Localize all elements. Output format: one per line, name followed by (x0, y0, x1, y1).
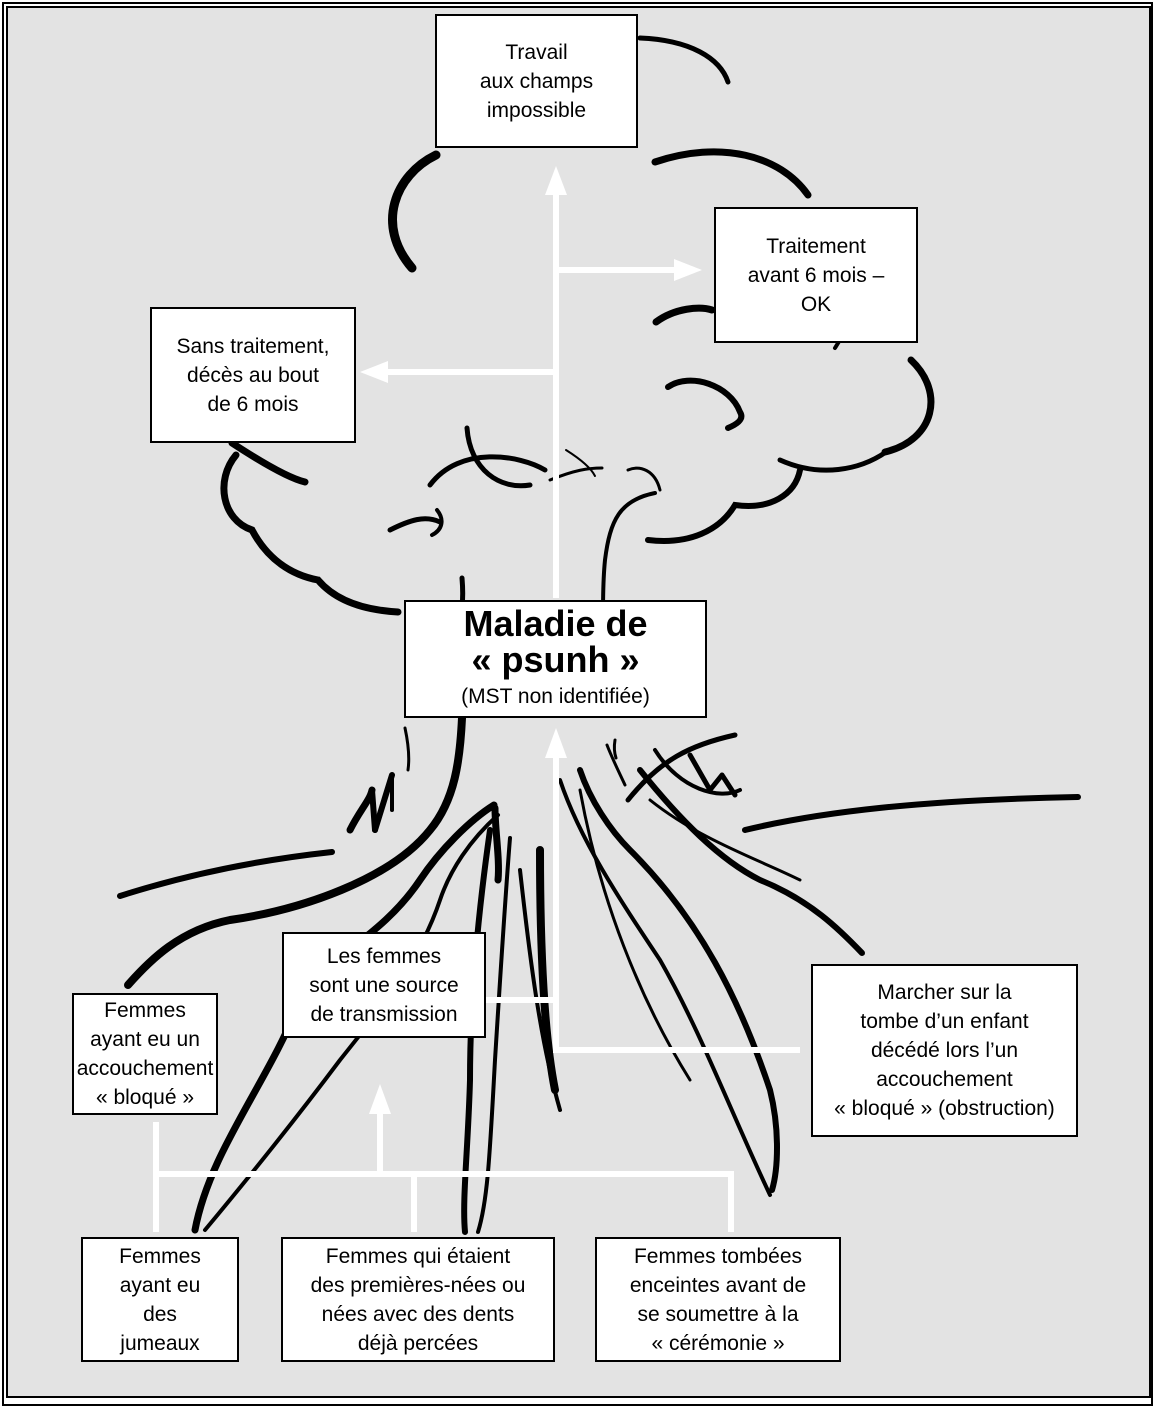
consequence-fields-text: Travail aux champs impossible (479, 40, 594, 122)
disease-title: Maladie de « psunh » (463, 603, 648, 680)
connector-lines (153, 166, 800, 1232)
consequence-treatment-text: Traitement avant 6 mois – OK (747, 234, 885, 316)
cause-pregnant-box: Femmes tombées enceintes avant de se sou… (595, 1237, 841, 1362)
cause-firstborn-box: Femmes qui étaient des premières-nées ou… (281, 1237, 555, 1362)
disease-subtitle: (MST non identifiée) (461, 685, 650, 708)
cause-transmission-box: Les femmes sont une source de transmissi… (282, 932, 486, 1038)
cause-twins-box: Femmes ayant eu des jumeaux (81, 1237, 239, 1362)
cause-blocked-birth-box: Femmes ayant eu un accouchement « bloqué… (72, 993, 218, 1115)
cause-pregnant-text: Femmes tombées enceintes avant de se sou… (629, 1244, 807, 1355)
central-disease-box: Maladie de « psunh » (MST non identifiée… (404, 600, 707, 718)
cause-grave-text: Marcher sur la tombe d’un enfant décédé … (834, 981, 1055, 1120)
consequence-treatment-box: Traitement avant 6 mois – OK (714, 207, 918, 343)
cause-twins-text: Femmes ayant eu des jumeaux (119, 1244, 201, 1355)
cause-transmission-text: Les femmes sont une source de transmissi… (309, 944, 459, 1026)
consequence-fields-box: Travail aux champs impossible (435, 14, 638, 148)
cause-firstborn-text: Femmes qui étaient des premières-nées ou… (310, 1244, 526, 1355)
consequence-no-treatment-box: Sans traitement, décès au bout de 6 mois (150, 307, 356, 443)
cause-blocked-birth-text: Femmes ayant eu un accouchement « bloqué… (76, 999, 214, 1109)
consequence-no-treatment-text: Sans traitement, décès au bout de 6 mois (176, 334, 330, 416)
cause-grave-box: Marcher sur la tombe d’un enfant décédé … (811, 964, 1078, 1137)
